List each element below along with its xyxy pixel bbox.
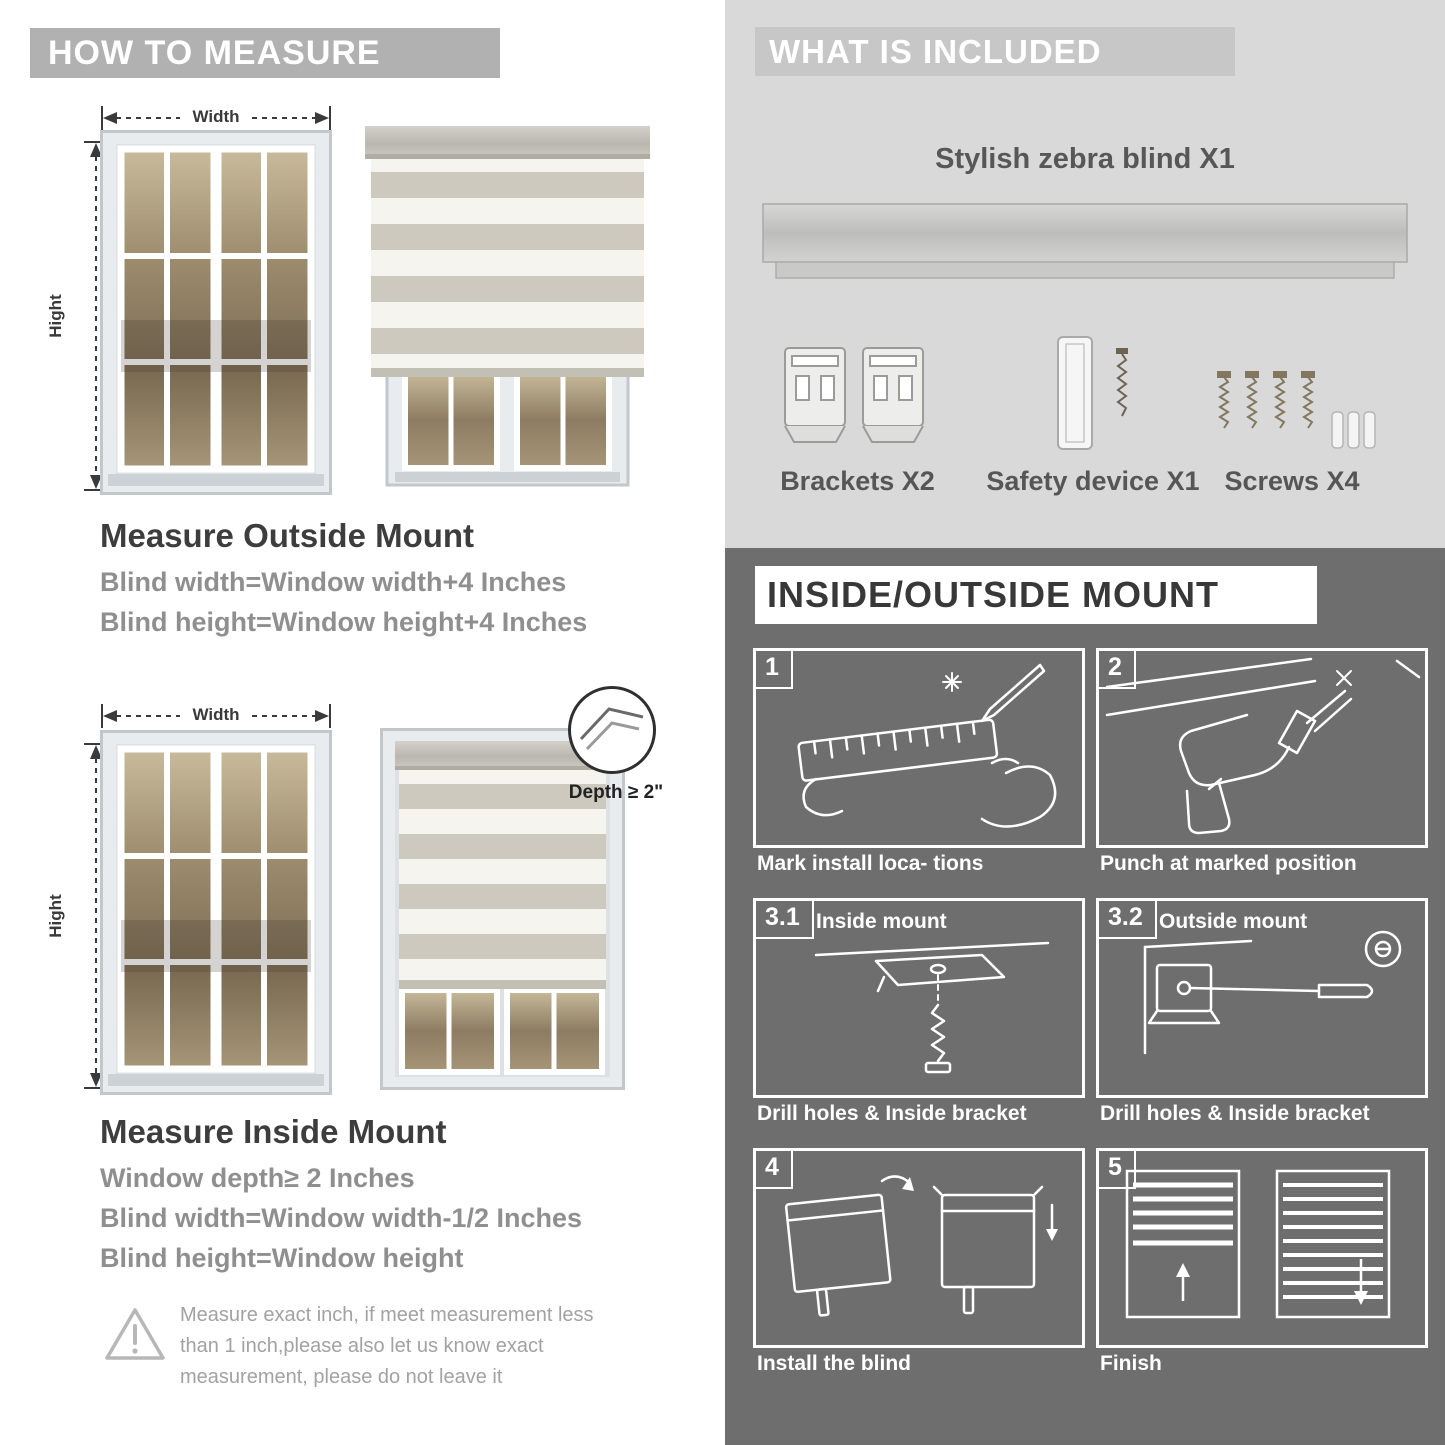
zebra-blind-inside-illustration bbox=[380, 728, 625, 1090]
step-3-2-caption: Drill holes & Inside bracket bbox=[1100, 1102, 1370, 1125]
outside-mount-title: Measure Outside Mount bbox=[100, 517, 475, 554]
brackets-label: Brackets X2 bbox=[780, 466, 935, 496]
inside-bracket-illustration bbox=[814, 941, 1050, 1074]
height-label: Hight bbox=[46, 894, 65, 938]
height-label-wrap-2: Hight bbox=[26, 894, 86, 937]
step-5-caption: Finish bbox=[1100, 1352, 1162, 1375]
inside-formula-width: Blind width=Window width-1/2 Inches bbox=[100, 1203, 583, 1233]
warning-triangle-icon bbox=[105, 1308, 165, 1360]
zebra-blind-outside-illustration bbox=[365, 126, 650, 487]
step-4-caption: Install the blind bbox=[757, 1352, 912, 1375]
window-corner-icon bbox=[579, 707, 644, 751]
finish-illustration bbox=[1125, 1169, 1391, 1319]
width-label: Width bbox=[192, 107, 240, 126]
height-label-wrap: Hight bbox=[26, 294, 86, 337]
what-is-included-title: WHAT IS INCLUDED bbox=[769, 33, 1102, 70]
step-3-1-caption: Drill holes & Inside bracket bbox=[757, 1102, 1027, 1125]
inside-formula-height: Blind height=Window height bbox=[100, 1243, 464, 1273]
step-3-2-panel: 3.2 Outside mount bbox=[1096, 898, 1428, 1098]
step-number: 5 bbox=[1099, 1151, 1136, 1189]
install-blind-illustration bbox=[784, 1175, 1058, 1317]
depth-label: Depth ≥ 2" bbox=[568, 782, 664, 803]
outside-mount-label: Outside mount bbox=[1159, 910, 1308, 933]
height-arrow-icon bbox=[84, 141, 108, 491]
what-is-included-header: WHAT IS INCLUDED bbox=[755, 27, 1235, 76]
mark-locations-illustration bbox=[797, 663, 1057, 828]
step-5-panel: 5 bbox=[1096, 1148, 1428, 1348]
outside-bracket-illustration bbox=[1143, 930, 1402, 1055]
step-4-panel: 4 bbox=[753, 1148, 1085, 1348]
safety-device-icon bbox=[1057, 336, 1128, 450]
step-number: 3.2 bbox=[1099, 901, 1157, 939]
step-1-panel: 1 bbox=[753, 648, 1085, 848]
width-label: Width bbox=[192, 705, 240, 724]
outside-formula-width: Blind width=Window width+4 Inches bbox=[100, 567, 567, 597]
inside-mount-title: Measure Inside Mount bbox=[100, 1113, 447, 1150]
step-3-1-panel: 3.1 Inside mount bbox=[753, 898, 1085, 1098]
blind-cassette-icon bbox=[762, 203, 1408, 279]
outside-formula-height: Blind height=Window height+4 Inches bbox=[100, 607, 588, 637]
step-number: 2 bbox=[1099, 651, 1136, 689]
mount-title: INSIDE/OUTSIDE MOUNT bbox=[767, 574, 1220, 615]
drill-illustration bbox=[1105, 657, 1421, 835]
step-number: 3.1 bbox=[756, 901, 814, 939]
width-arrow-icon bbox=[101, 704, 331, 728]
width-arrow-2: Width bbox=[100, 704, 332, 728]
inside-formula-depth: Window depth≥ 2 Inches bbox=[100, 1163, 415, 1193]
height-label: Hight bbox=[46, 294, 65, 338]
depth-callout bbox=[568, 686, 656, 774]
step-2-panel: 2 bbox=[1096, 648, 1428, 848]
brackets-icon bbox=[784, 347, 924, 443]
width-arrow-icon bbox=[101, 106, 331, 130]
how-to-measure-header: HOW TO MEASURE bbox=[30, 28, 500, 78]
how-to-measure-title: HOW TO MEASURE bbox=[48, 34, 381, 72]
screws-label: Screws X4 bbox=[1224, 466, 1360, 496]
screws-icon bbox=[1217, 371, 1376, 449]
window-illustration bbox=[100, 130, 332, 495]
step-number: 1 bbox=[756, 651, 793, 689]
inside-mount-label: Inside mount bbox=[816, 910, 947, 933]
mount-header: INSIDE/OUTSIDE MOUNT bbox=[755, 566, 1317, 624]
window-illustration bbox=[100, 730, 332, 1095]
step-number: 4 bbox=[756, 1151, 793, 1189]
step-1-caption: Mark install loca- tions bbox=[757, 852, 984, 875]
width-arrow: Width bbox=[100, 106, 332, 130]
zebra-blind-item-label: Stylish zebra blind X1 bbox=[935, 143, 1235, 175]
measure-warning-note: Measure exact inch, if meet measurement … bbox=[180, 1304, 594, 1388]
safety-device-label: Safety device X1 bbox=[986, 466, 1200, 496]
step-2-caption: Punch at marked position bbox=[1100, 852, 1357, 875]
